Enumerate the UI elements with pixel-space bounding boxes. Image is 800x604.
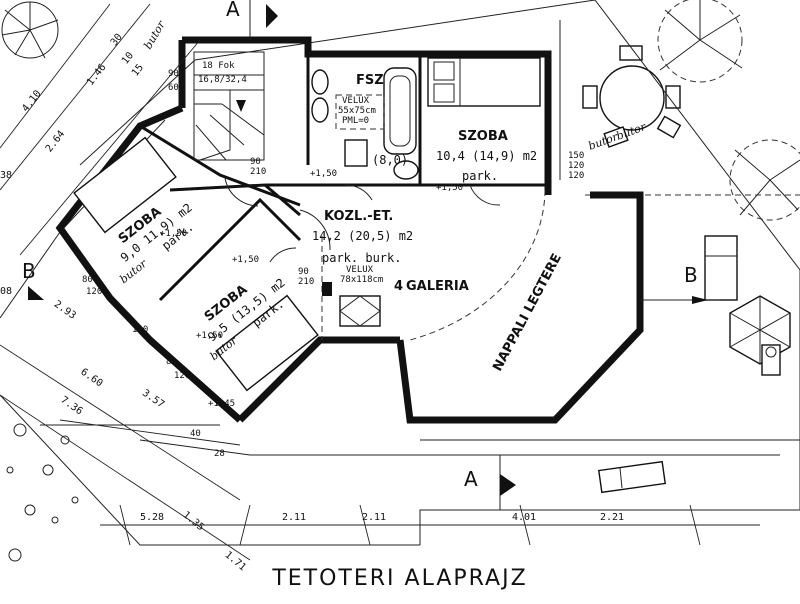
- section-label-a-top: A: [226, 0, 240, 21]
- dimension-label: 4.01: [512, 512, 536, 523]
- sunbed-icon: [597, 460, 667, 494]
- opening-width: 90: [168, 69, 179, 79]
- level-mark: +1,50: [310, 169, 337, 179]
- lounge-chair-icon: [704, 235, 738, 301]
- level-mark: +1,50: [436, 183, 463, 193]
- opening-height: 210: [298, 277, 314, 287]
- window-dimension: 80: [82, 275, 93, 285]
- opening-width: 90: [298, 267, 309, 277]
- void-label: NAPPALI LEGTERE: [490, 251, 565, 374]
- velux-hall-size: 78x118cm: [340, 275, 383, 285]
- shrubs-icon-bottom-left: [6, 423, 79, 562]
- drawing-title: TETOTERI ALAPRAJZ: [272, 566, 528, 591]
- section-label-b-right: B: [684, 263, 698, 287]
- opening-height: 120: [568, 171, 584, 181]
- dimension-label: 2.93: [52, 299, 78, 322]
- window-dimension: 120: [174, 371, 190, 381]
- dimension-label: 2.64: [44, 129, 68, 155]
- single-bed-icon-2: [215, 294, 319, 392]
- section-label-a-bottom: A: [464, 467, 478, 491]
- bathroom-fixtures-icon: [311, 67, 419, 180]
- dimension-label: 7.36: [58, 395, 84, 418]
- dimension-label: 15: [130, 62, 146, 78]
- dimension-label: 08: [0, 286, 12, 297]
- velux-bath-note: PML=0: [342, 116, 369, 126]
- section-marker-a-bottom: A: [464, 455, 516, 510]
- tree-icon-top-left: [1, 1, 59, 59]
- section-label-b-left: B: [22, 259, 36, 283]
- section-marker-b-left: B: [22, 259, 44, 300]
- dimension-label: 3.57: [140, 388, 166, 411]
- room-name-hall: KOZL.-ET.: [324, 209, 393, 224]
- staircase-icon: [193, 51, 265, 161]
- room-name-bath: FSZ: [356, 73, 384, 88]
- opening-width: 120: [568, 161, 584, 171]
- opening-width: 150: [568, 151, 584, 161]
- level-mark: +1,45: [208, 399, 235, 409]
- window-dimension: 120: [86, 287, 102, 297]
- dimension-label: 4.10: [20, 88, 44, 114]
- section-marker-b-right: B: [640, 263, 720, 304]
- room-area-bedroom1: 10,4 (14,9) m2: [436, 149, 537, 163]
- velux-bath-size: 55x75cm: [338, 106, 376, 116]
- dimension-label: 2.11: [282, 512, 306, 523]
- dimension-label: 30: [109, 32, 125, 48]
- velux-hall-label: VELUX: [346, 265, 374, 275]
- tree-icon-top-right: [657, 0, 743, 83]
- opening-width: 90: [250, 157, 261, 167]
- velux-window-bath-icon: [335, 94, 385, 130]
- velux-bath-label: VELUX: [342, 96, 370, 106]
- stair-ratio-label: 16,8/32,4: [198, 75, 247, 85]
- room-note-bedroom2: butor: [117, 257, 150, 286]
- dimension-label: 6.60: [78, 367, 104, 390]
- level-mark: +1,50: [196, 331, 223, 341]
- double-bed-icon: [427, 57, 541, 107]
- level-mark: +1,50: [232, 255, 259, 265]
- patio-table-icon: [582, 45, 682, 148]
- opening-height: 210: [250, 167, 266, 177]
- dimension-lines: [0, 3, 780, 561]
- opening-height: 60: [168, 83, 179, 93]
- window-dimension: 80: [166, 357, 177, 367]
- chimney-icon: [322, 282, 332, 296]
- section-marker-a-top: A: [226, 0, 278, 40]
- dimension-label: 1.46: [85, 62, 109, 88]
- room-floor-hall: park. burk.: [322, 251, 401, 265]
- door-swings: [224, 177, 546, 341]
- dimension-label: 40: [190, 429, 201, 439]
- parasol-icon: [729, 295, 791, 376]
- stair-steps-label: 18 Fok: [202, 61, 235, 71]
- room-area-hall: 14,2 (20,5) m2: [312, 229, 413, 243]
- level-mark: +1,50: [160, 229, 187, 239]
- dimension-label: 1.35: [180, 509, 206, 533]
- room-name-gallery: GALERIA: [406, 279, 469, 294]
- dimension-label: 2.21: [600, 512, 624, 523]
- room-area-small: (8,0): [372, 153, 408, 167]
- handwritten-note-left: butor: [141, 18, 168, 51]
- window-dimension: 120: [132, 325, 148, 335]
- dimension-label: 2.11: [362, 512, 386, 523]
- dimension-label: 28: [214, 449, 225, 459]
- room-floor-bedroom1: park.: [462, 169, 498, 183]
- single-bed-icon-1: [73, 136, 177, 234]
- tree-icon-right: [729, 139, 800, 221]
- exterior-walls: [55, 36, 644, 424]
- dimension-label: 10: [120, 50, 136, 66]
- room-name-bedroom1: SZOBA: [458, 129, 508, 144]
- dimension-label: 5.28: [140, 512, 164, 523]
- dimension-label: 38: [0, 170, 12, 181]
- gallery-mark: 4: [394, 279, 403, 294]
- velux-window-hall-icon: [339, 295, 381, 327]
